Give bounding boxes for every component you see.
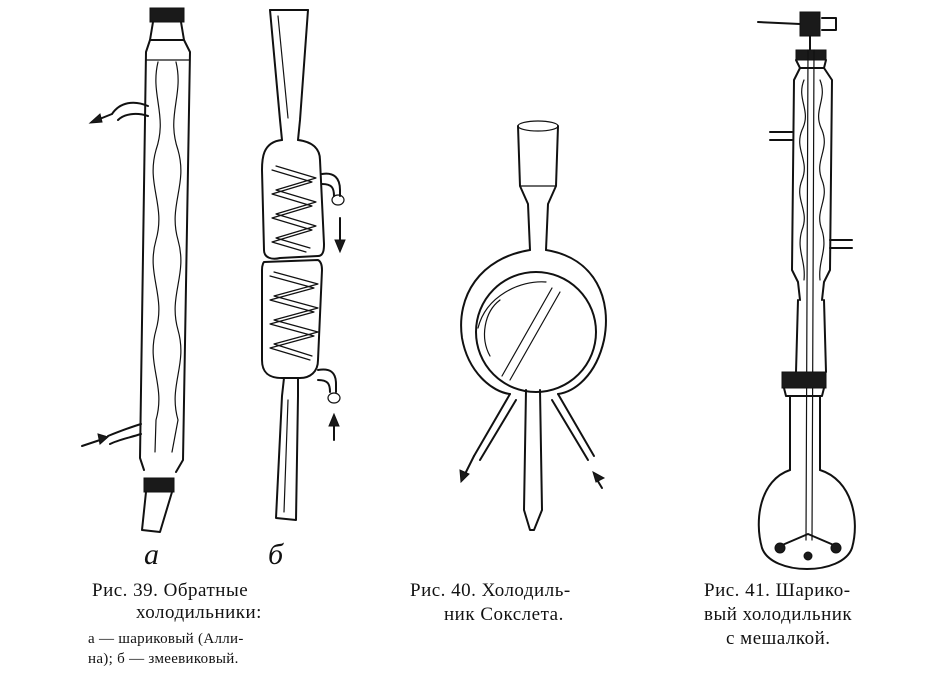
part-a-label: а	[144, 538, 159, 571]
flow-arrow-icon	[592, 470, 606, 489]
fig39-legend-line2: на); б — змеевиковый.	[88, 651, 239, 667]
flow-arrow-icon	[81, 433, 110, 447]
fig40-caption-line2: ник Сокслета.	[444, 604, 564, 625]
flow-arrow-icon	[88, 113, 113, 124]
part-b-label: б	[268, 538, 284, 571]
allihn-condenser-drawing	[107, 7, 191, 533]
coil-condenser-drawing	[261, 9, 345, 521]
flow-arrow-icon	[459, 455, 475, 484]
stirrer-condenser-drawing	[757, 11, 856, 570]
soxhlet-condenser-drawing	[460, 120, 607, 531]
fig39-caption-line1: Рис. 39. Обратные	[92, 580, 249, 601]
fig39-legend-line1: а — шариковый (Алли-	[88, 631, 244, 647]
fig40-caption-line1: Рис. 40. Холодиль-	[410, 580, 571, 601]
fig41-caption-line3: с мешалкой.	[726, 628, 831, 649]
flow-arrow-icon	[334, 217, 346, 254]
fig39-caption-line2: холодильники:	[136, 602, 262, 623]
flow-arrow-icon	[328, 412, 340, 441]
fig41-caption-line2: вый холодильник	[704, 604, 853, 625]
fig41-caption-line1: Рис. 41. Шарико-	[704, 580, 851, 601]
